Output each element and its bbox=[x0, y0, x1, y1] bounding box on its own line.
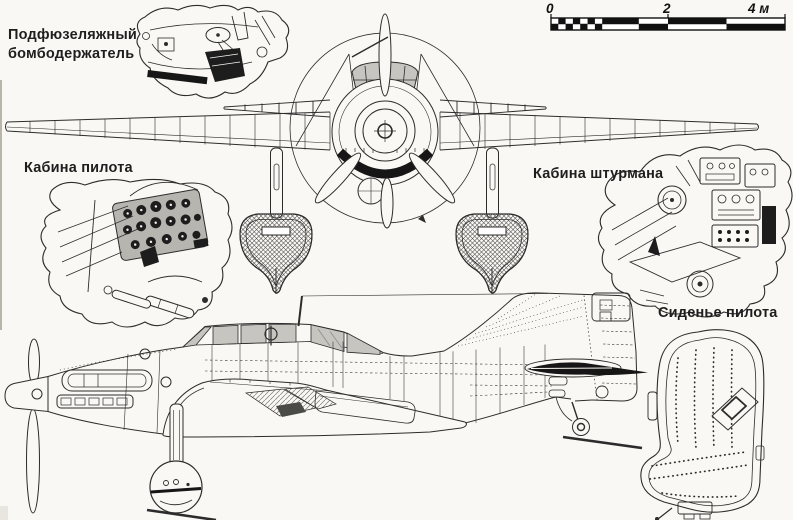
front-antenna bbox=[351, 36, 389, 58]
propeller-blades bbox=[314, 13, 456, 204]
bomb-rack-label: Подфюзеляжный бомбодержатель bbox=[8, 27, 138, 62]
tail-wheel bbox=[555, 396, 643, 450]
navigator-cabin-label: Кабина штурмана bbox=[533, 166, 664, 182]
pilot-cockpit-detail-drawing bbox=[40, 178, 233, 328]
tail-ground-line bbox=[562, 435, 643, 450]
main-ground-line bbox=[146, 508, 217, 520]
side-view-fuselage-frames bbox=[204, 341, 553, 423]
side-view-nose bbox=[47, 346, 184, 435]
scale-tick-4: 4 м bbox=[748, 1, 770, 16]
side-view-propeller bbox=[4, 338, 49, 514]
front-view-drawing bbox=[5, 13, 759, 294]
front-view-stabilizer bbox=[223, 99, 547, 118]
antenna-wire bbox=[301, 293, 549, 297]
side-view-landing-gear bbox=[146, 403, 217, 520]
side-view-drawing bbox=[4, 292, 648, 520]
pilot-cabin-label: Кабина пилота bbox=[24, 160, 133, 176]
scale-tick-2: 2 bbox=[663, 1, 671, 16]
front-view-ventral-details bbox=[345, 148, 425, 229]
front-view-wing bbox=[5, 111, 759, 151]
front-view-landing-gear bbox=[239, 147, 529, 294]
side-view-wing bbox=[162, 378, 467, 438]
scale-bar bbox=[550, 14, 786, 31]
navigator-cabin-detail-drawing bbox=[591, 144, 793, 322]
scan-smudge bbox=[0, 506, 8, 520]
side-view-tail bbox=[411, 292, 648, 450]
antenna-mast bbox=[297, 295, 303, 327]
scale-tick-0: 0 bbox=[546, 1, 554, 16]
side-view-canopy bbox=[181, 293, 549, 357]
bomb-rack-detail-drawing bbox=[136, 4, 290, 99]
right-wheel-spat bbox=[455, 213, 529, 294]
left-wheel-spat bbox=[239, 213, 313, 294]
pilot-seat-detail-drawing bbox=[640, 329, 765, 520]
pilot-seat-label: Сиденье пилота bbox=[658, 305, 778, 321]
